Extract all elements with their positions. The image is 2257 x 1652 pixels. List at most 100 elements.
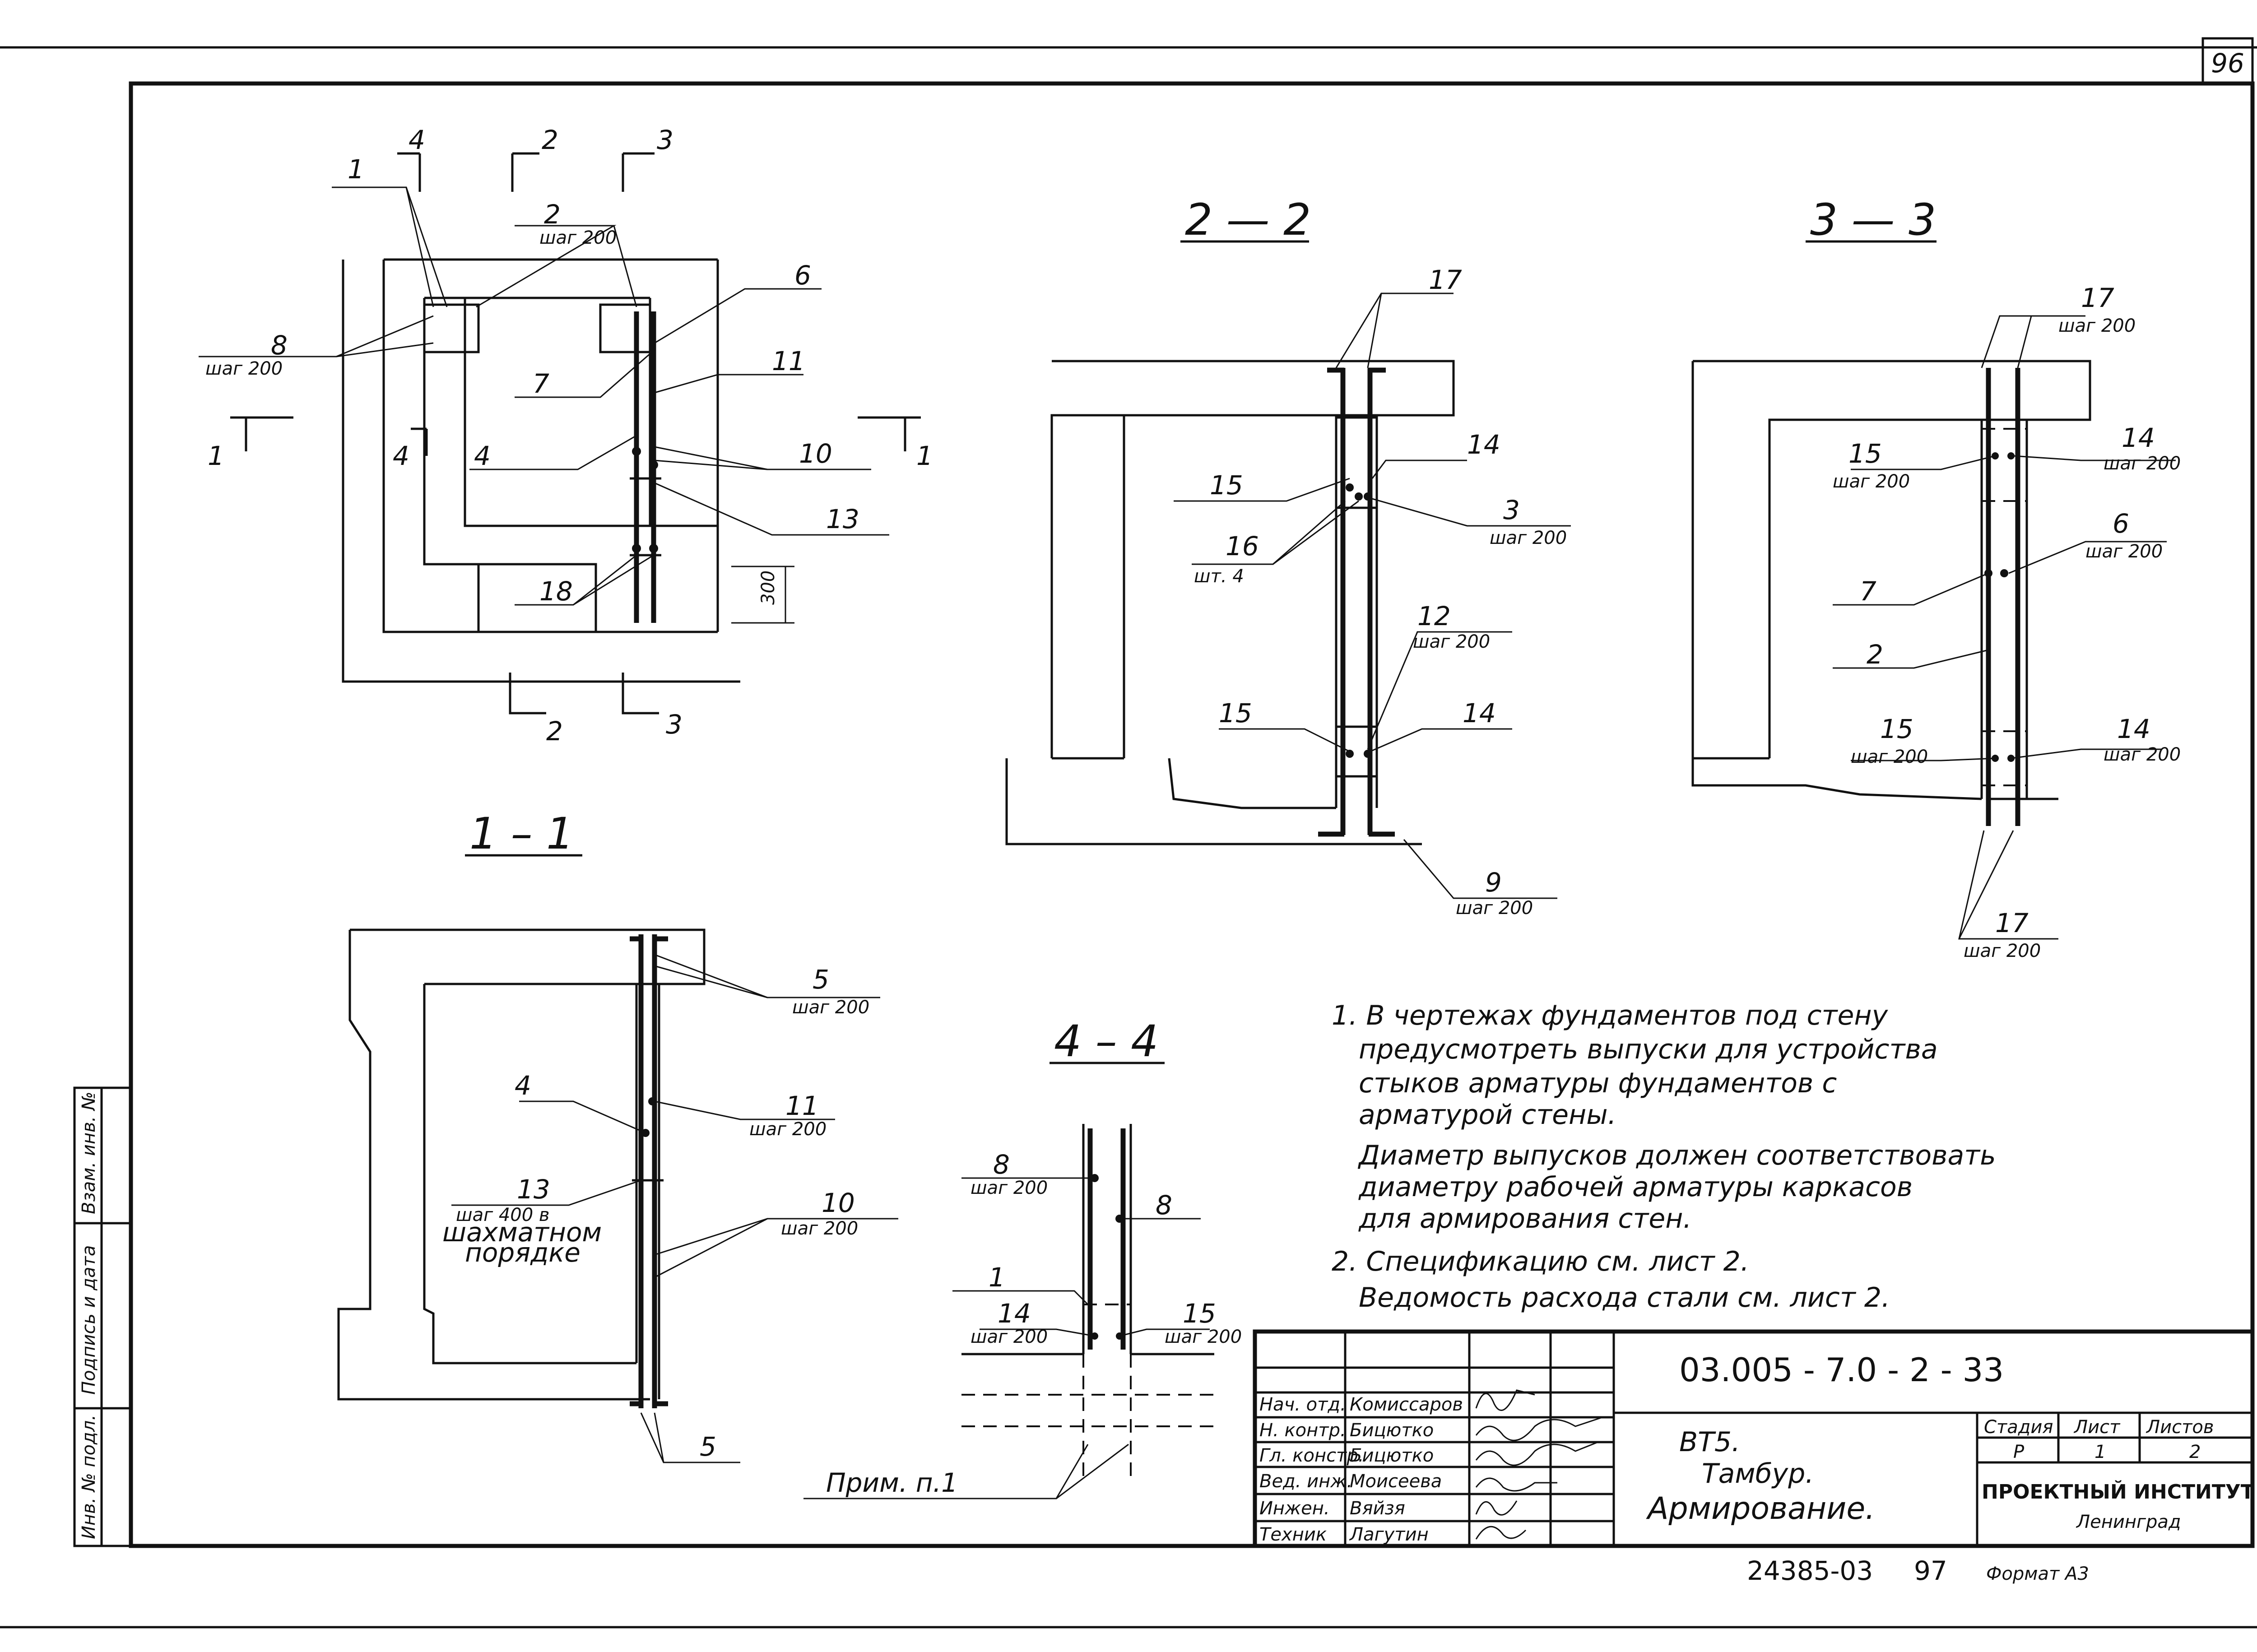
s33-callout-17: 17	[2081, 283, 2114, 313]
s33-callout-15: 15	[1848, 438, 1882, 469]
section-3-3	[1691, 315, 2176, 940]
section-2-2-labels: 2 — 2 17 14 15 3 шаг 200 16 шт. 4 12 шаг…	[1180, 195, 1567, 919]
plan-callout-2-step: шаг 200	[539, 227, 617, 248]
plan-callout-13: 13	[826, 504, 859, 534]
s11-callout-13-note1: шахматном	[442, 1217, 602, 1248]
s33-callout-14b-step: шаг 200	[2104, 744, 2181, 765]
plan-callout-18: 18	[539, 576, 573, 607]
s44-callout-8b: 8	[1156, 1190, 1172, 1220]
bottom-code: 24385-03	[1747, 1555, 1873, 1586]
plan-cut-2-bottom: 2	[546, 716, 563, 747]
plan-callout-2: 2	[544, 199, 561, 230]
plan-cut-4-top: 4	[409, 125, 425, 155]
tb-sheets: 2	[2189, 1442, 2201, 1462]
s22-callout-12-step: шаг 200	[1413, 631, 1490, 652]
s33-callout-17b-step: шаг 200	[1964, 941, 2041, 961]
tb-title-2: Тамбур.	[1702, 1458, 1814, 1490]
s11-callout-10: 10	[822, 1188, 855, 1218]
tb-role-2: Н. контр.	[1259, 1420, 1346, 1441]
s33-callout-6: 6	[2113, 508, 2129, 539]
section-1-1-labels: 1 – 1 5 шаг 200 4 11 шаг 200 13 шаг 400 …	[442, 808, 869, 1462]
s44-callout-8: 8	[993, 1149, 1010, 1180]
tb-sheets-h: Листов	[2146, 1417, 2214, 1438]
note-line-7: для армирования стен.	[1358, 1203, 1692, 1234]
s22-callout-16-qty: шт. 4	[1194, 566, 1244, 587]
s44-callout-14-step: шаг 200	[971, 1327, 1048, 1347]
s22-callout-9: 9	[1485, 867, 1502, 898]
s11-callout-11: 11	[785, 1091, 819, 1121]
plan-cut-3-bottom: 3	[666, 709, 683, 740]
general-notes: 1. В чертежах фундаментов под стену пред…	[1332, 1000, 1996, 1313]
section-1-1	[337, 928, 898, 1463]
s11-callout-13-step: шаг 400 в	[456, 1205, 549, 1225]
s22-callout-3-step: шаг 200	[1490, 528, 1567, 548]
note-line-8: 2. Спецификацию см. лист 2.	[1332, 1246, 1749, 1277]
tb-role-4: Вед. инж.	[1259, 1471, 1352, 1492]
plan-cut-1-right: 1	[916, 441, 933, 471]
s11-callout-13: 13	[517, 1174, 550, 1205]
tb-org-1: ПРОЕКТНЫЙ ИНСТИТУТ №1	[1982, 1480, 2257, 1504]
bottom-page: 97	[1914, 1555, 1947, 1586]
s33-callout-7: 7	[1860, 576, 1876, 607]
bottom-format: Формат А3	[1986, 1564, 2089, 1584]
drawing-frame	[129, 81, 2255, 1548]
s33-callout-15b: 15	[1880, 714, 1913, 744]
section-4-4-labels: 4 – 4 8 шаг 200 8 1 14 шаг 200 15 шаг 20…	[826, 1016, 1242, 1498]
sheet-number-box	[2201, 37, 2254, 85]
section-4-4	[803, 1124, 1214, 1499]
s33-callout-15-step: шаг 200	[1833, 471, 1910, 492]
plan-callout-11: 11	[772, 346, 805, 376]
plan-callout-8: 8	[271, 330, 288, 361]
note-line-1: 1. В чертежах фундаментов под стену	[1332, 1000, 1889, 1031]
tb-stage: Р	[2013, 1442, 2025, 1462]
plan-callout-8-step: шаг 200	[205, 358, 283, 379]
tb-doc-code: 03.005 - 7.0 - 2 - 33	[1679, 1351, 2004, 1389]
tb-title-1: ВТ5.	[1679, 1426, 1740, 1458]
s33-callout-14: 14	[2122, 422, 2155, 453]
s22-callout-17: 17	[1429, 265, 1462, 295]
s11-callout-5-step: шаг 200	[792, 997, 869, 1018]
note-line-4: арматурой стены.	[1359, 1099, 1616, 1131]
s22-callout-15: 15	[1210, 470, 1243, 501]
s33-callout-17b: 17	[1995, 908, 2029, 938]
side-stamp-inventory: Инв. № подл.	[79, 1415, 99, 1539]
s22-callout-3: 3	[1503, 495, 1520, 525]
s33-callout-2: 2	[1867, 639, 1883, 670]
tb-name-2: Бицютко	[1350, 1420, 1434, 1441]
tb-role-1: Нач. отд.	[1259, 1394, 1346, 1415]
s11-callout-4: 4	[515, 1070, 531, 1101]
plan-cut-2-top: 2	[542, 125, 558, 155]
s22-callout-14: 14	[1467, 429, 1500, 460]
s33-callout-6-step: шаг 200	[2085, 541, 2163, 562]
plan-cut-3-top: 3	[657, 125, 673, 155]
plan-labels: 4 2 3 1 1 4 2 3 1 2 шаг 200 6 8 шаг 200 …	[205, 125, 933, 747]
note-line-5: Диаметр выпусков должен соответствовать	[1357, 1140, 1996, 1171]
tb-name-1: Комиссаров	[1350, 1394, 1463, 1415]
note-line-3: стыков арматуры фундаментов с	[1359, 1067, 1837, 1099]
plan-callout-4: 4	[474, 441, 491, 471]
plan-callout-1: 1	[348, 154, 364, 185]
s22-callout-9-step: шаг 200	[1456, 898, 1533, 919]
sheet-number: 96	[2211, 48, 2244, 79]
s44-callout-14: 14	[998, 1298, 1031, 1329]
section-3-3-labels: 3 — 3 17 шаг 200 15 шаг 200 14 шаг 200 6…	[1806, 195, 2181, 961]
tb-role-6: Техник	[1259, 1524, 1327, 1545]
s44-callout-8-step: шаг 200	[971, 1178, 1048, 1198]
section-2-2	[1005, 292, 1571, 899]
s22-callout-16: 16	[1226, 531, 1259, 561]
tb-org-2: Ленинград	[2076, 1512, 2181, 1532]
tb-name-4: Моисеева	[1350, 1471, 1442, 1492]
s22-callout-14b: 14	[1463, 698, 1496, 729]
s44-callout-1: 1	[989, 1262, 1005, 1293]
note-line-9: Ведомость расхода стали см. лист 2.	[1359, 1282, 1890, 1313]
s11-callout-5: 5	[813, 964, 829, 995]
tb-name-3: Бицютко	[1350, 1445, 1434, 1466]
tb-sheet-h: Лист	[2073, 1417, 2121, 1438]
s11-callout-10-step: шаг 200	[781, 1218, 858, 1239]
tb-role-3: Гл. констр.	[1259, 1445, 1364, 1466]
s33-callout-14-step: шаг 200	[2104, 453, 2181, 474]
s44-callout-15-step: шаг 200	[1165, 1327, 1242, 1347]
tb-stage-h: Стадия	[1984, 1417, 2053, 1438]
side-stamp-signature: Подпись и дата	[79, 1245, 99, 1395]
